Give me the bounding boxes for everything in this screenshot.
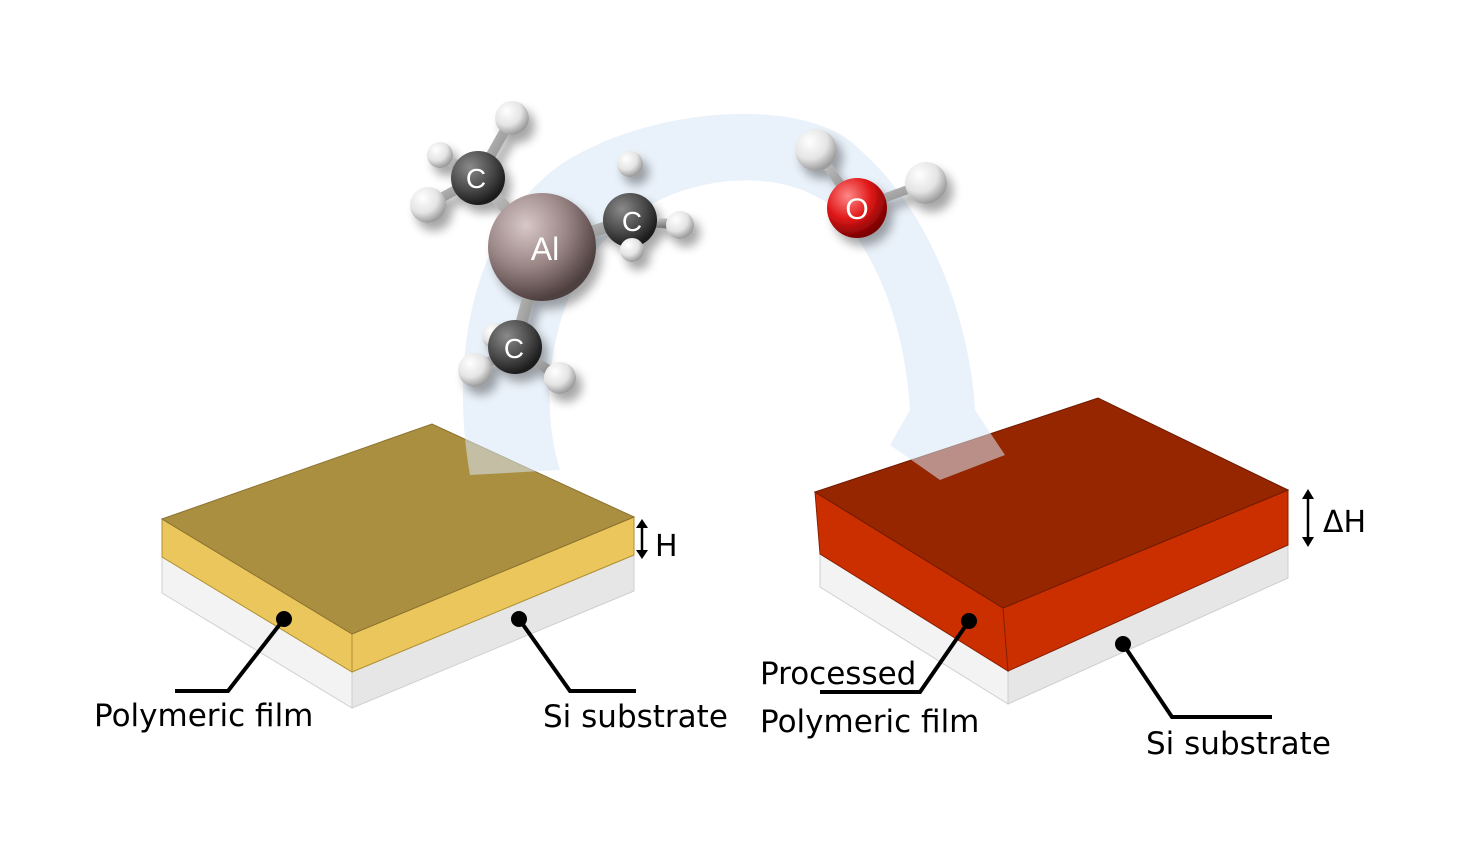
hydrogen-atom	[620, 238, 644, 262]
right-film-top-face	[813, 397, 1290, 609]
height-label: H	[655, 529, 678, 564]
aluminum-atom	[488, 193, 596, 301]
water-molecule: O	[795, 129, 947, 238]
si-substrate-label-right: Si substrate	[1146, 726, 1331, 762]
height-indicator-right	[1302, 489, 1314, 547]
carbon-atom	[451, 151, 505, 205]
callout-left-substrate	[511, 611, 636, 693]
oxygen-atom	[827, 178, 887, 238]
carbon-label: C	[622, 206, 642, 237]
si-substrate-label-left: Si substrate	[543, 699, 728, 735]
aluminum-label: Al	[531, 231, 559, 267]
carbon-atom	[603, 193, 657, 247]
hydrogen-atom	[795, 129, 837, 171]
callout-left-film	[175, 611, 292, 693]
hydrogen-atom	[544, 362, 576, 394]
left-film-top-face	[160, 423, 636, 635]
carbon-label: C	[504, 333, 524, 364]
hydrogen-atom	[427, 142, 453, 168]
carbon-atom	[488, 320, 542, 374]
hydrogen-atom	[410, 187, 446, 223]
delta-height-label: ΔH	[1323, 505, 1366, 540]
trimethylaluminum-molecule: C Al C C	[410, 101, 694, 394]
processed-label: Processed	[760, 656, 916, 692]
height-indicator-left	[636, 519, 648, 559]
hydrogen-atom	[458, 353, 492, 387]
callout-right-film	[820, 613, 977, 694]
left-slab	[160, 423, 636, 709]
processed-polymeric-film-label: Polymeric film	[760, 704, 979, 740]
hydrogen-atom	[666, 211, 694, 239]
oxygen-label: O	[845, 193, 868, 226]
hydrogen-atom	[617, 151, 643, 177]
hydrogen-atom	[905, 162, 947, 204]
polymeric-film-label: Polymeric film	[94, 698, 313, 734]
callout-right-substrate	[1115, 636, 1272, 719]
carbon-label: C	[466, 163, 486, 194]
hydrogen-atom	[495, 101, 529, 135]
right-slab	[813, 397, 1290, 705]
